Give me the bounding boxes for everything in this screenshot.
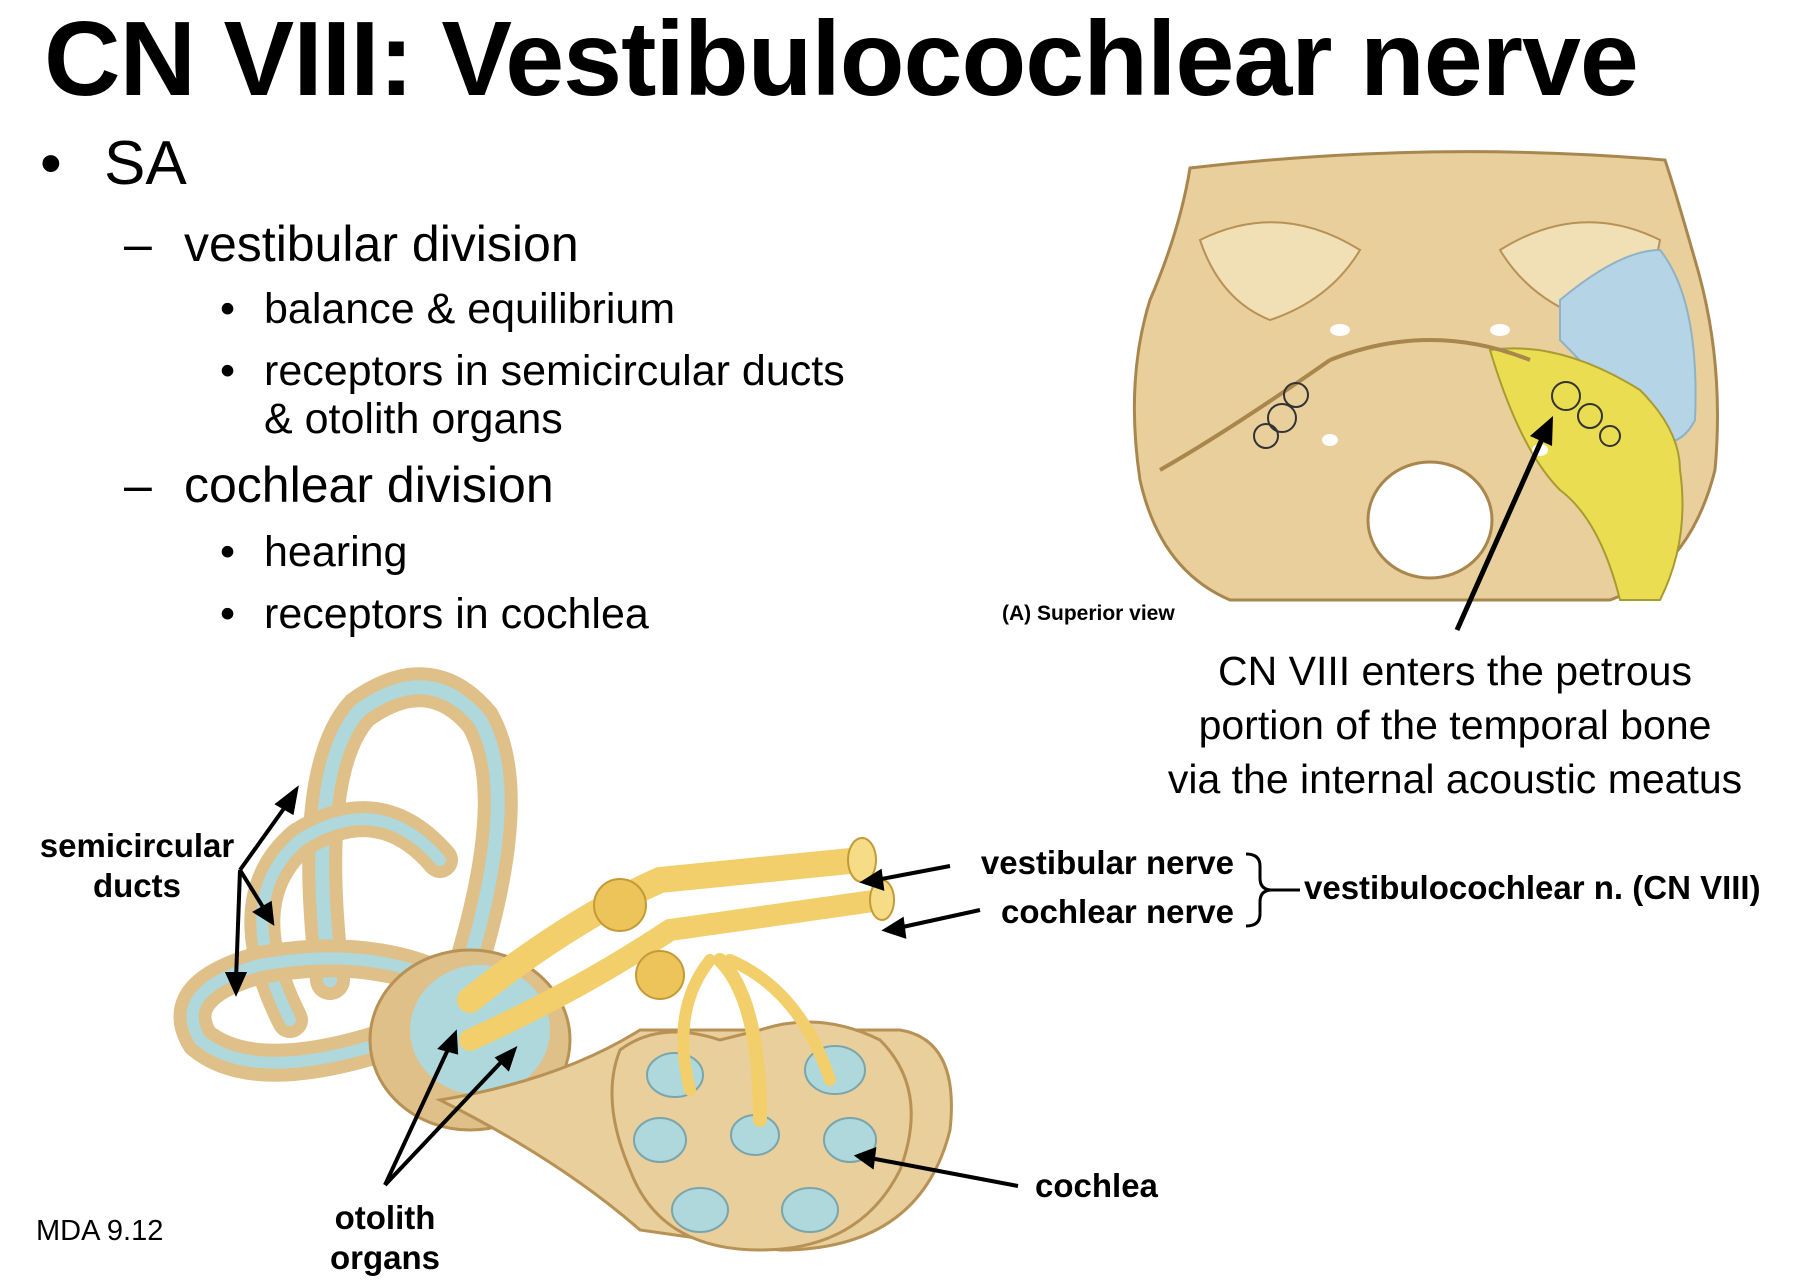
label-semicircular-ducts: semicircular ducts (22, 826, 252, 906)
vestibular-ganglion (593, 878, 647, 932)
label-cochlear-nerve: cochlear nerve (1001, 893, 1234, 930)
outline-text-continued: & otolith organs (264, 395, 563, 443)
outline-subitem: • balance & equilibrium (220, 285, 675, 333)
caption-line: portion of the temporal bone (1198, 702, 1712, 748)
outline-text: vestibular division (184, 216, 579, 272)
outline-text: hearing (264, 528, 408, 576)
label-vestibular-nerve: vestibular nerve (980, 844, 1234, 881)
caption-line: via the internal acoustic meatus (1167, 756, 1743, 802)
outline-subitem: • hearing (220, 528, 407, 576)
cn8-brace (1245, 852, 1273, 928)
foramen (1330, 324, 1350, 336)
inner-ear-illustration (173, 667, 953, 1252)
skull-illustration (1132, 150, 1719, 632)
nerve-fibers (457, 847, 891, 1127)
middle-ridge (1329, 338, 1531, 362)
outline-subitem: • receptors in semicircular ducts & otol… (220, 347, 845, 443)
foramen (1322, 434, 1338, 446)
label-line: otolith (334, 1199, 436, 1236)
foramen (1490, 324, 1510, 336)
vestibular-ganglion (635, 950, 685, 1000)
inner-ear-sketch-left (1253, 382, 1309, 449)
figure-source: MDA 9.12 (36, 1215, 164, 1247)
label-arrows (224, 785, 1300, 1188)
petrous-ridge-left (1159, 358, 1332, 472)
label-otolith-organs: otolith organs (310, 1198, 460, 1278)
label-cochlea: cochlea (1035, 1167, 1158, 1204)
inner-ear-sketch-right (1551, 381, 1621, 447)
label-line: ducts (92, 867, 181, 904)
outline-item-sa: • SA (40, 129, 187, 198)
anterior-fossa-left (1198, 221, 1362, 322)
label-line: organs (329, 1239, 441, 1276)
bullet: • (220, 347, 236, 395)
outline-text: receptors in cochlea (264, 590, 649, 638)
outline-text: SA (104, 129, 187, 198)
page-title: CN VIII: Vestibulocochlear nerve (44, 0, 1639, 118)
figure-caption: CN VIII enters the petrous portion of th… (1130, 644, 1780, 806)
bullet: • (220, 590, 236, 638)
outline-subitem: • receptors in cochlea (220, 590, 649, 638)
semicircular-duct-lateral-fluid (186, 952, 456, 1069)
foramen-magnum (1366, 460, 1494, 580)
outline-item-vestibular: – vestibular division (124, 216, 579, 272)
skull-pointer-arrowhead (1530, 416, 1553, 446)
outline-text: receptors in semicircular ducts (264, 347, 845, 395)
bullet: • (220, 285, 236, 333)
outline-item-cochlear: – cochlear division (124, 457, 554, 513)
caption-line: CN VIII enters the petrous (1217, 648, 1692, 694)
dash: – (124, 216, 152, 272)
petrous-yellow-region (1488, 347, 1684, 601)
label-line: semicircular (39, 827, 235, 864)
label-cn8: vestibulocochlear n. (CN VIII) (1304, 869, 1761, 906)
skull-pointer-arrow (1454, 428, 1549, 632)
outline-text: cochlear division (184, 457, 554, 513)
dash: – (124, 457, 152, 513)
bullet: • (220, 528, 236, 576)
outline-text: balance & equilibrium (264, 285, 676, 333)
figure-view-label: (A) Superior view (1002, 602, 1175, 625)
bullet: • (40, 129, 62, 198)
